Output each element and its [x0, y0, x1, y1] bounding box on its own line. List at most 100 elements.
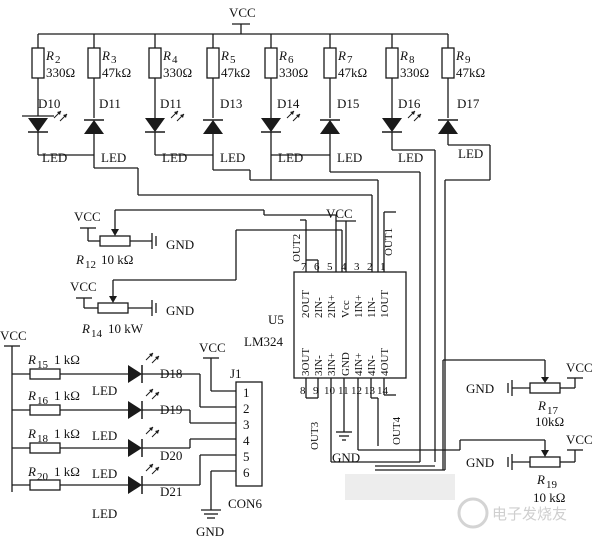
diode-label: D15 — [337, 96, 359, 111]
light-rays-icon — [145, 426, 160, 438]
pin-number: 10 — [324, 385, 336, 397]
pin-number: 11 — [338, 385, 349, 397]
pin-name: 3IN+ — [326, 353, 338, 376]
net-out3: OUT3 — [309, 421, 321, 450]
led-diode-icon — [83, 119, 105, 135]
gnd-label: GND — [166, 237, 194, 252]
pot-sub: 19 — [546, 479, 558, 491]
pin-name: 2IN+ — [326, 295, 338, 318]
pot-sub: 17 — [547, 405, 559, 417]
resistor-value: 1 kΩ — [54, 352, 80, 367]
led-diode-icon — [27, 117, 49, 133]
vcc-label: VCC — [566, 432, 593, 447]
pin-name: 4OUT — [379, 348, 391, 376]
led-label: LED — [92, 428, 117, 443]
bottom-pin-names: 3OUT 3IN- 3IN+ GND 4IN+ 4IN- 4OUT — [300, 348, 391, 376]
pot-sub: 14 — [91, 328, 103, 340]
net-out1: OUT1 — [383, 228, 395, 256]
pin-number: 12 — [351, 385, 362, 397]
resistor-ref: R — [455, 48, 464, 63]
diode-label: D10 — [38, 96, 60, 111]
connector-j1: VCC J1 1 2 3 4 5 6 CON6 GND — [196, 340, 263, 539]
vcc-label: VCC — [70, 279, 97, 294]
resistor-ref: R — [220, 48, 229, 63]
pot-r12: VCC GND R 12 10 kΩ — [74, 209, 337, 272]
chip-part: LM324 — [244, 334, 284, 349]
pin-name: 2OUT — [300, 290, 312, 318]
light-rays-icon — [145, 463, 160, 475]
pin-name: 2IN- — [313, 297, 325, 318]
resistor-ref: R — [399, 48, 408, 63]
led-diode-icon — [127, 400, 143, 420]
pin-number: 14 — [377, 385, 389, 397]
pin-number: 1 — [380, 261, 386, 273]
pin-name: 1OUT — [379, 290, 391, 318]
resistor-sub: 8 — [409, 54, 415, 66]
pin-name: 4IN+ — [353, 353, 365, 376]
pot-r19: VCC GND R 19 10 kΩ — [459, 432, 593, 505]
left-vcc-rail: VCC — [0, 328, 27, 492]
pot-sub: 12 — [85, 259, 96, 271]
diode-label: D11 — [99, 96, 121, 111]
resistor-value: 330Ω — [400, 65, 429, 80]
connector-ref: J1 — [230, 366, 242, 381]
gnd-label: GND — [166, 303, 194, 318]
top-pin-names: 2OUT 2IN- 2IN+ Vcc 1IN+ 1IN- 1OUT — [300, 290, 391, 318]
resistor-ref: R — [27, 388, 36, 403]
pin-number: 7 — [301, 261, 307, 273]
resistor-r4: R 4 330Ω — [148, 34, 192, 108]
left-led-bank: R 15 1 kΩ LED D18 R 16 1 kΩ LED D19 R 18… — [12, 352, 236, 521]
resistor-sub: 5 — [230, 54, 236, 66]
resistor-sub: 3 — [111, 54, 117, 66]
connector-pin: 6 — [243, 465, 250, 480]
resistor-ref: R — [337, 48, 346, 63]
diode-label: D20 — [160, 448, 182, 463]
resistor-sub: 7 — [347, 54, 353, 66]
resistor-r5: R 5 47kΩ — [206, 34, 250, 108]
pin-name: 1IN+ — [353, 295, 365, 318]
pin-number: 2 — [367, 261, 373, 273]
pot-ref: R — [537, 398, 546, 413]
resistor-r7: R 7 47kΩ — [323, 34, 367, 108]
diode-label: D11 — [160, 96, 182, 111]
led-label: LED — [398, 150, 423, 165]
led-label: LED — [92, 466, 117, 481]
pot-ref: R — [75, 252, 84, 267]
resistor-ref: R — [27, 464, 36, 479]
pot-r17: VCC GND R 17 10kΩ — [442, 359, 593, 470]
light-rays-icon — [53, 110, 68, 122]
resistor-r2: R 2 330Ω — [31, 34, 75, 108]
connector-pin: 4 — [243, 433, 250, 448]
chip-gnd-label: GND — [332, 450, 360, 465]
pot-r14: VCC GND R 14 10 kW — [70, 229, 343, 340]
top-vcc-supply: VCC — [38, 5, 448, 35]
diode-label: D17 — [457, 96, 480, 111]
pin-name: 3OUT — [300, 348, 312, 376]
led-label: LED — [92, 383, 117, 398]
led-label: LED — [278, 150, 303, 165]
resistor-value: 47kΩ — [102, 65, 131, 80]
pin-name: 3IN- — [313, 355, 325, 376]
watermark: 电子发烧友 — [345, 474, 567, 529]
lm324-chip: VCC OUT2 OUT1 U5 LM324 7 6 5 4 3 2 1 2OU… — [244, 206, 460, 465]
diode-label: D14 — [277, 96, 300, 111]
light-rays-icon — [407, 110, 422, 122]
pot-ref: R — [536, 472, 545, 487]
resistor-r9: R 9 47kΩ — [441, 34, 485, 108]
resistor-ref: R — [45, 48, 54, 63]
resistor-sub: 15 — [37, 359, 49, 371]
net-out4: OUT4 — [391, 416, 403, 445]
pin-number: 9 — [313, 385, 319, 397]
pin-name: 1IN- — [366, 297, 378, 318]
led-label: LED — [101, 150, 126, 165]
pin-number: 8 — [300, 385, 306, 397]
resistor-sub: 2 — [55, 54, 61, 66]
resistor-r6: R 6 330Ω — [264, 34, 308, 108]
connector-pin: 1 — [243, 385, 250, 400]
resistor-sub: 20 — [37, 471, 49, 483]
resistor-sub: 18 — [37, 433, 49, 445]
resistor-ref: R — [27, 352, 36, 367]
gnd-label: GND — [196, 524, 224, 539]
vcc-label: VCC — [0, 328, 27, 343]
led-label: LED — [162, 150, 187, 165]
